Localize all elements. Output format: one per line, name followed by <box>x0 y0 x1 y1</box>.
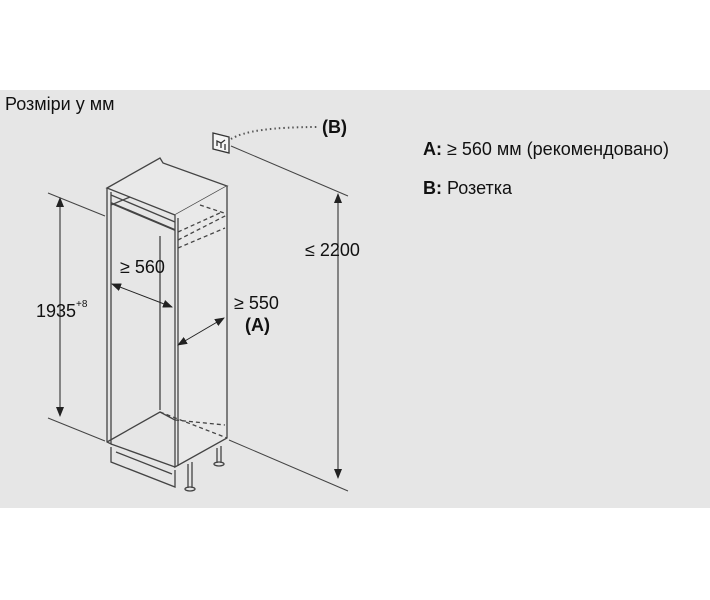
legend-text: Розетка <box>447 178 513 198</box>
legend-key: B: <box>423 178 442 198</box>
depth-label: ≥ 550 <box>234 293 279 313</box>
page-title: Розміри у мм <box>5 94 115 114</box>
height-main-label: 1935+8 <box>36 299 88 322</box>
cabinet-outline <box>105 157 229 492</box>
legend-key: A: <box>423 139 442 159</box>
dimension-lines <box>47 126 349 492</box>
legend-item-b: B: Розетка <box>423 178 512 199</box>
height-value: 1935 <box>36 301 77 321</box>
legend-item-a: A: ≥ 560 мм (рекомендовано) <box>423 139 669 160</box>
width-label: ≥ 560 <box>120 257 165 277</box>
power-socket-icon <box>212 132 230 154</box>
outlet-label: (B) <box>322 117 347 137</box>
legend-text: ≥ 560 мм (рекомендовано) <box>447 139 669 159</box>
depth-ref-label: (A) <box>245 315 270 335</box>
height-tolerance: +8 <box>76 299 88 310</box>
height-total-label: ≤ 2200 <box>305 240 360 260</box>
